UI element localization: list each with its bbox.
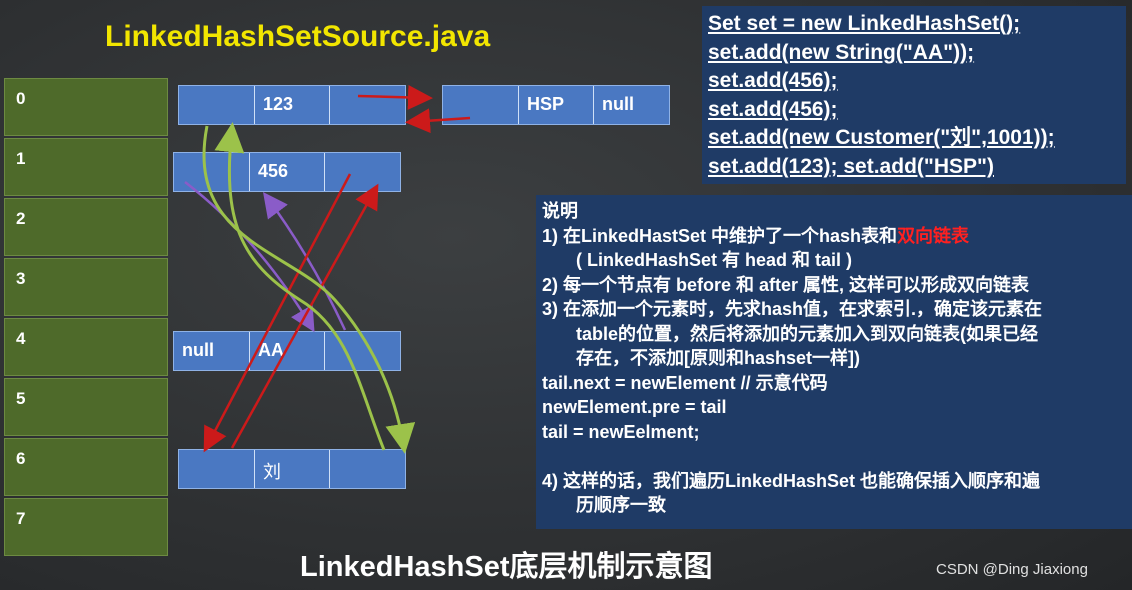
explanation-item-3-cont: table的位置，然后将添加的元素加入到双向链表(如果已经 <box>576 323 1039 344</box>
code-panel: Set set = new LinkedHashSet(); set.add(n… <box>702 6 1126 184</box>
explanation-item-3-cont: 存在，不添加[原则和hashset一样]) <box>576 348 861 368</box>
watermark: CSDN @Ding Jiaxiong <box>936 561 1088 578</box>
node-value: HSP <box>519 86 594 124</box>
code-line: set.add(new String("AA")); <box>708 40 975 64</box>
explanation-code: tail = newEelment; <box>542 421 700 442</box>
table-index: 5 <box>16 389 26 408</box>
node-before: null <box>174 332 250 370</box>
explanation-item-2: 2) 每一个节点有 before 和 after 属性, 这样可以形成双向链表 <box>542 274 1030 295</box>
table-index: 1 <box>16 149 26 168</box>
table-cell-7: 7 <box>4 498 168 556</box>
table-index: 3 <box>16 269 26 288</box>
arrow-456-to-liu <box>203 173 352 453</box>
node-value: 刘 <box>255 450 330 488</box>
code-line: set.add(456); <box>708 69 838 93</box>
explanation-item-3: 3) 在添加一个元素时，先求hash值，在求索引.，确定该元素在 <box>542 299 1043 319</box>
table-cell-1: 1 <box>4 138 168 196</box>
table-index: 0 <box>16 89 26 108</box>
node-before <box>443 86 519 124</box>
hash-table: 0 1 2 3 4 5 6 7 <box>4 78 168 558</box>
page-title: LinkedHashSetSource.java <box>105 20 491 53</box>
node-before <box>179 450 255 488</box>
arrow-liu-to-456 <box>230 183 379 449</box>
arrow-aa-to-456 <box>263 191 347 331</box>
node-value: 456 <box>250 153 325 191</box>
explanation-item-1-cont: ( LinkedHashSet 有 head 和 tail ) <box>576 250 853 270</box>
table-cell-0: 0 <box>4 78 168 136</box>
code-line: Set set = new LinkedHashSet(); <box>708 12 1021 35</box>
table-index: 7 <box>16 509 26 528</box>
node-before <box>174 153 250 191</box>
node-value: AA <box>250 332 325 370</box>
table-cell-2: 2 <box>4 198 168 256</box>
explanation-code: tail.next = newElement // 示意代码 <box>542 372 828 393</box>
code-line: set.add(456); <box>708 97 838 121</box>
node-hsp: HSP null <box>442 85 670 125</box>
table-cell-5: 5 <box>4 378 168 436</box>
table-index: 6 <box>16 449 26 468</box>
explanation-panel: 说明 1) 在LinkedHastSet 中维护了一个hash表和双向链表 ( … <box>536 195 1132 529</box>
arrow-123-to-liu <box>202 125 416 454</box>
explanation-item-4-cont: 历顺序一致 <box>576 495 666 515</box>
node-after: null <box>602 94 634 114</box>
arrow-liu-to-123 <box>214 122 386 451</box>
arrow-hsp-to-123 <box>405 108 471 134</box>
node-liu: 刘 <box>178 449 406 489</box>
table-cell-4: 4 <box>4 318 168 376</box>
table-cell-3: 3 <box>4 258 168 316</box>
code-line: set.add(123); set.add("HSP") <box>708 154 994 178</box>
table-cell-6: 6 <box>4 438 168 496</box>
explanation-heading: 说明 <box>542 201 578 221</box>
arrow-456-to-aa <box>184 181 315 333</box>
spacer <box>542 444 1126 469</box>
node-123: 123 <box>178 85 406 125</box>
explanation-code: newElement.pre = tail <box>542 397 727 417</box>
explanation-item-1: 1) 在LinkedHastSet 中维护了一个hash表和双向链表 <box>542 225 970 246</box>
code-line: set.add(new Customer("刘",1001)); <box>708 126 1055 150</box>
diagram-caption: LinkedHashSet底层机制示意图 <box>300 551 713 583</box>
highlight-text: 双向链表 <box>897 225 970 246</box>
table-index: 4 <box>16 329 26 348</box>
table-index: 2 <box>16 209 26 228</box>
node-before <box>179 86 255 124</box>
node-value: 123 <box>255 86 330 124</box>
explanation-item-4: 4) 这样的话，我们遍历LinkedHashSet 也能确保插入顺序和遍 <box>542 470 1041 491</box>
arrow-123-to-hsp <box>357 84 433 110</box>
